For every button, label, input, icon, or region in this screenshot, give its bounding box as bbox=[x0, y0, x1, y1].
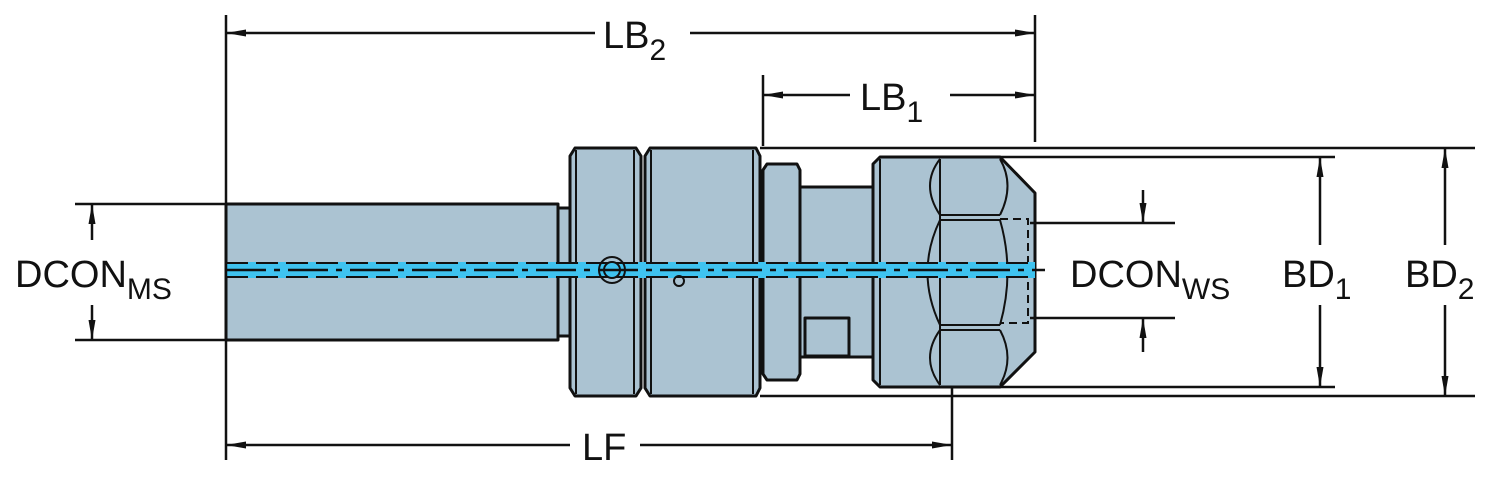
label-lb2: LB2 bbox=[603, 15, 666, 67]
label-dcon-ms: DCONMS bbox=[15, 254, 172, 306]
label-bd1: BD1 bbox=[1282, 254, 1351, 306]
label-lb1: LB1 bbox=[860, 77, 923, 129]
label-lf: LF bbox=[582, 427, 626, 469]
dimension-lines bbox=[88, 29, 1449, 449]
screw bbox=[598, 256, 626, 284]
coolant-hole bbox=[673, 275, 685, 287]
key bbox=[803, 316, 851, 358]
extension-lines bbox=[75, 15, 1475, 460]
label-bd2: BD2 bbox=[1405, 254, 1474, 306]
holder-body bbox=[224, 146, 1045, 398]
label-dcon-ws: DCONWS bbox=[1070, 254, 1230, 306]
